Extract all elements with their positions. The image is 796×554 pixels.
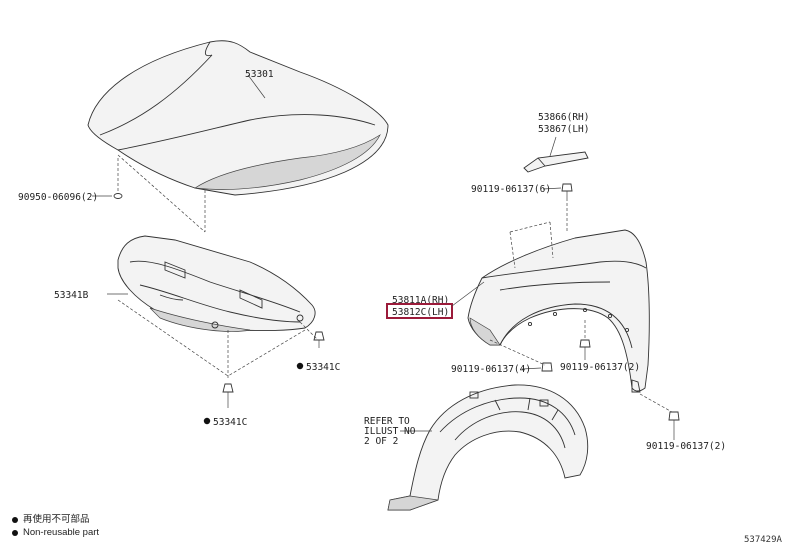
bullet-icon bbox=[12, 529, 18, 536]
label-hood[interactable]: 53301 bbox=[245, 69, 274, 80]
bolt-top[interactable] bbox=[561, 183, 573, 198]
label-refer-1[interactable]: REFER TO bbox=[364, 416, 410, 427]
bolt-bottom[interactable] bbox=[668, 411, 680, 440]
label-clip-a[interactable]: 53341C bbox=[306, 362, 340, 373]
non-reusable-marker-a bbox=[296, 362, 304, 370]
legend: 再使用不可部品 Non-reusable part bbox=[12, 513, 99, 539]
hood-insulator[interactable] bbox=[117, 235, 316, 332]
catalog-code: 537429A bbox=[744, 535, 782, 545]
label-bolt-top[interactable]: 90119-06137(6) bbox=[471, 184, 551, 195]
label-seal-lh[interactable]: 53867(LH) bbox=[538, 124, 589, 135]
label-seal-rh[interactable]: 53866(RH) bbox=[538, 112, 589, 123]
label-fender-rh[interactable]: 53811A(RH) bbox=[392, 295, 449, 306]
bolt-mid[interactable] bbox=[579, 339, 591, 360]
label-hood-clip[interactable]: 90950-06096(2) bbox=[18, 192, 98, 203]
bolt-left[interactable] bbox=[541, 362, 553, 372]
legend-text-en: Non-reusable part bbox=[23, 527, 100, 538]
front-fender[interactable] bbox=[467, 229, 650, 393]
fender-seal[interactable] bbox=[523, 151, 589, 173]
clip-53341c-b[interactable] bbox=[222, 383, 234, 408]
label-bolt-mid[interactable]: 90119-06137(2) bbox=[560, 362, 640, 373]
non-reusable-marker-b bbox=[203, 417, 211, 425]
label-bolt-left[interactable]: 90119-06137(4) bbox=[451, 364, 531, 375]
highlight-box bbox=[386, 303, 453, 319]
label-bolt-bottom[interactable]: 90119-06137(2) bbox=[646, 441, 726, 452]
legend-row-en: Non-reusable part bbox=[12, 526, 99, 539]
label-fender-lh[interactable]: 53812C(LH) bbox=[392, 307, 449, 318]
label-hood-insulator[interactable]: 53341B bbox=[54, 290, 89, 301]
label-refer-2[interactable]: ILLUST NO bbox=[364, 426, 416, 437]
hood-panel[interactable] bbox=[87, 40, 389, 196]
hood-clip[interactable] bbox=[113, 193, 123, 199]
legend-row-jp: 再使用不可部品 bbox=[12, 513, 99, 526]
label-refer-3[interactable]: 2 OF 2 bbox=[364, 436, 398, 447]
clip-53341c-a[interactable] bbox=[313, 331, 325, 348]
bullet-icon bbox=[12, 516, 18, 523]
label-clip-b[interactable]: 53341C bbox=[213, 417, 247, 428]
legend-text-jp: 再使用不可部品 bbox=[23, 514, 90, 525]
fender-liner[interactable] bbox=[387, 384, 589, 511]
